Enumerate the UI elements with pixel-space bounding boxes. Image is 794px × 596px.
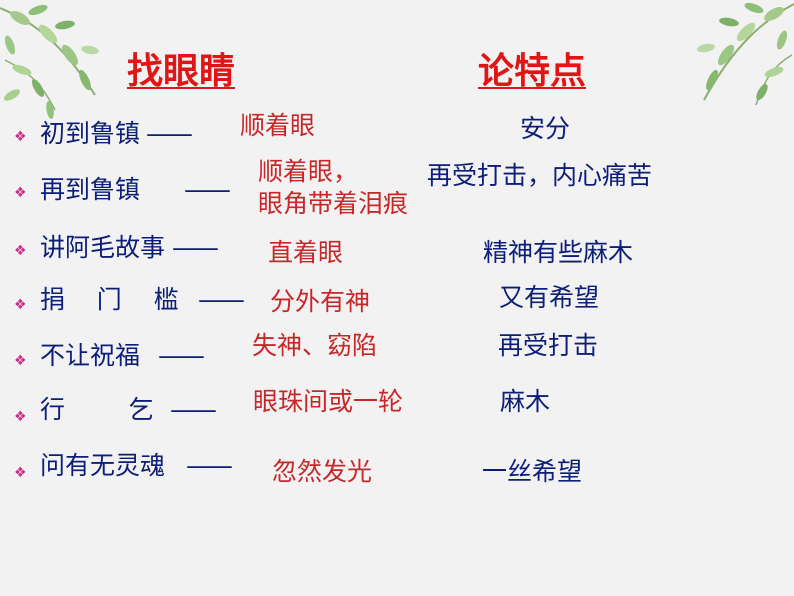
eye-description: 直着眼 — [268, 238, 344, 267]
row-label: 初到鲁镇 — [40, 119, 141, 148]
eye-description: 失神、窈陷 — [252, 331, 378, 360]
diamond-bullet-icon: ❖ — [14, 185, 27, 201]
leaf-branch-icon — [697, 2, 794, 106]
diamond-bullet-icon: ❖ — [14, 353, 27, 369]
eye-description-line-2: 眼角带着泪痕 — [258, 189, 409, 218]
list-item: ❖ 行 乞 —— 眼珠间或一轮 麻木 — [0, 387, 794, 438]
eye-description: 分外有神 — [270, 287, 371, 316]
dash: —— — [172, 233, 219, 262]
diamond-bullet-icon: ❖ — [14, 297, 27, 313]
row-label: 捐 门 槛 — [40, 285, 179, 314]
list-item: ❖ 初到鲁镇 —— 顺着眼 安分 — [0, 111, 794, 158]
row-label: 不让祝福 — [40, 341, 141, 370]
dash: —— — [184, 175, 231, 204]
leaf-branch-icon — [0, 4, 99, 119]
list-item: ❖ 不让祝福 —— 失神、窈陷 再受打击 — [0, 331, 794, 382]
dash: —— — [170, 395, 217, 424]
trait: 安分 — [520, 114, 571, 143]
dash: —— — [198, 285, 245, 314]
trait: 一丝希望 — [482, 457, 583, 486]
eye-description: 顺着眼 — [240, 111, 316, 140]
diamond-bullet-icon: ❖ — [14, 409, 27, 425]
dash: —— — [146, 119, 193, 148]
heading-discuss-traits: 论特点 — [478, 51, 587, 92]
list-item: ❖ 捐 门 槛 —— 分外有神 又有希望 — [0, 283, 794, 326]
trait: 精神有些麻木 — [483, 238, 634, 267]
eye-description: 眼珠间或一轮 — [253, 387, 404, 416]
row-label: 讲阿毛故事 — [40, 233, 166, 262]
dash: —— — [186, 451, 233, 480]
diamond-bullet-icon: ❖ — [14, 129, 27, 145]
trait: 麻木 — [500, 387, 551, 416]
diamond-bullet-icon: ❖ — [14, 243, 27, 259]
diamond-bullet-icon: ❖ — [14, 465, 27, 481]
list-item: ❖ 再到鲁镇 —— 顺着眼， 眼角带着泪痕 再受打击，内心痛苦 — [0, 157, 794, 234]
row-label: 行 乞 — [40, 395, 154, 424]
trait: 再受打击，内心痛苦 — [427, 161, 653, 190]
row-label: 再到鲁镇 — [40, 175, 141, 204]
heading-find-eyes: 找眼睛 — [127, 51, 236, 92]
trait: 又有希望 — [499, 283, 600, 312]
trait: 再受打击 — [498, 331, 599, 360]
eye-description: 顺着眼， — [258, 157, 359, 186]
list-item: ❖ 问有无灵魂 —— 忽然发光 一丝希望 — [0, 451, 794, 494]
row-label: 问有无灵魂 — [40, 451, 166, 480]
dash: —— — [158, 341, 205, 370]
list-item: ❖ 讲阿毛故事 —— 直着眼 精神有些麻木 — [0, 232, 794, 272]
eye-description: 忽然发光 — [272, 457, 373, 486]
